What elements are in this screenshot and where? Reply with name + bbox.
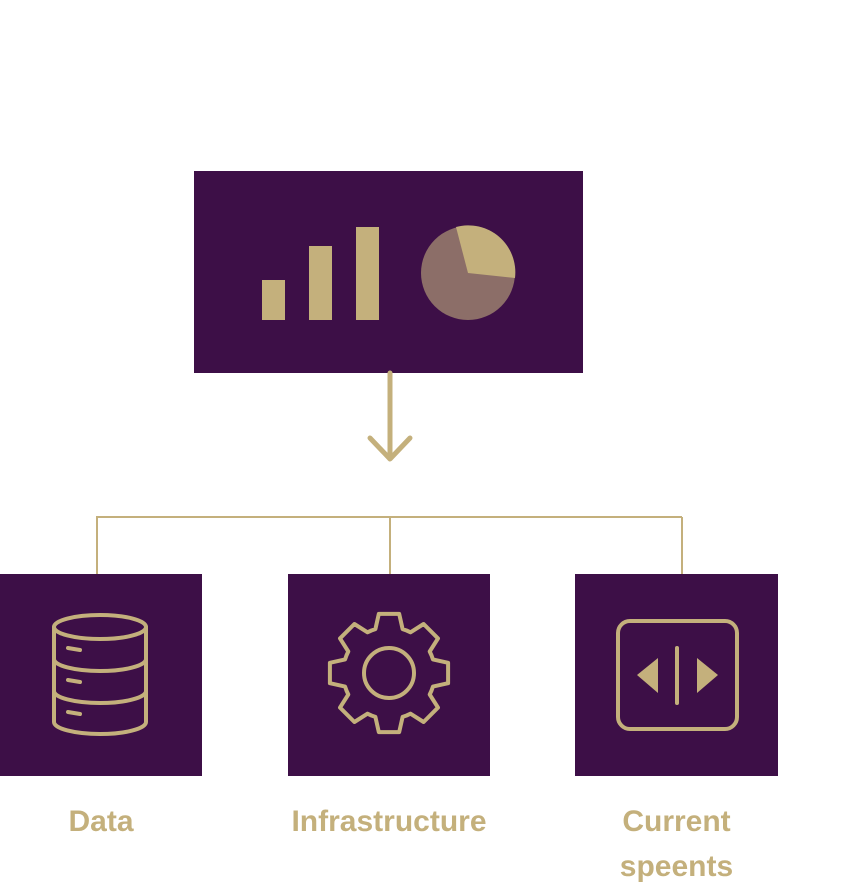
analytics-node [194,171,583,373]
pie-chart-icon [421,225,516,320]
gear-icon [327,611,451,735]
current-speents-label: Current speents [575,799,778,889]
arrow-down-icon [367,370,413,462]
current-speents-line2: speents [619,850,734,883]
connector-lines [96,516,683,574]
data-node [0,574,202,776]
database-icon [52,613,148,736]
infrastructure-node [288,574,490,776]
infrastructure-label: Infrastructure [291,805,487,838]
bar-chart-icon [262,227,379,320]
code-slider-icon [616,619,739,731]
current-speents-line1: Current [622,805,731,838]
data-label: Data [68,805,134,838]
